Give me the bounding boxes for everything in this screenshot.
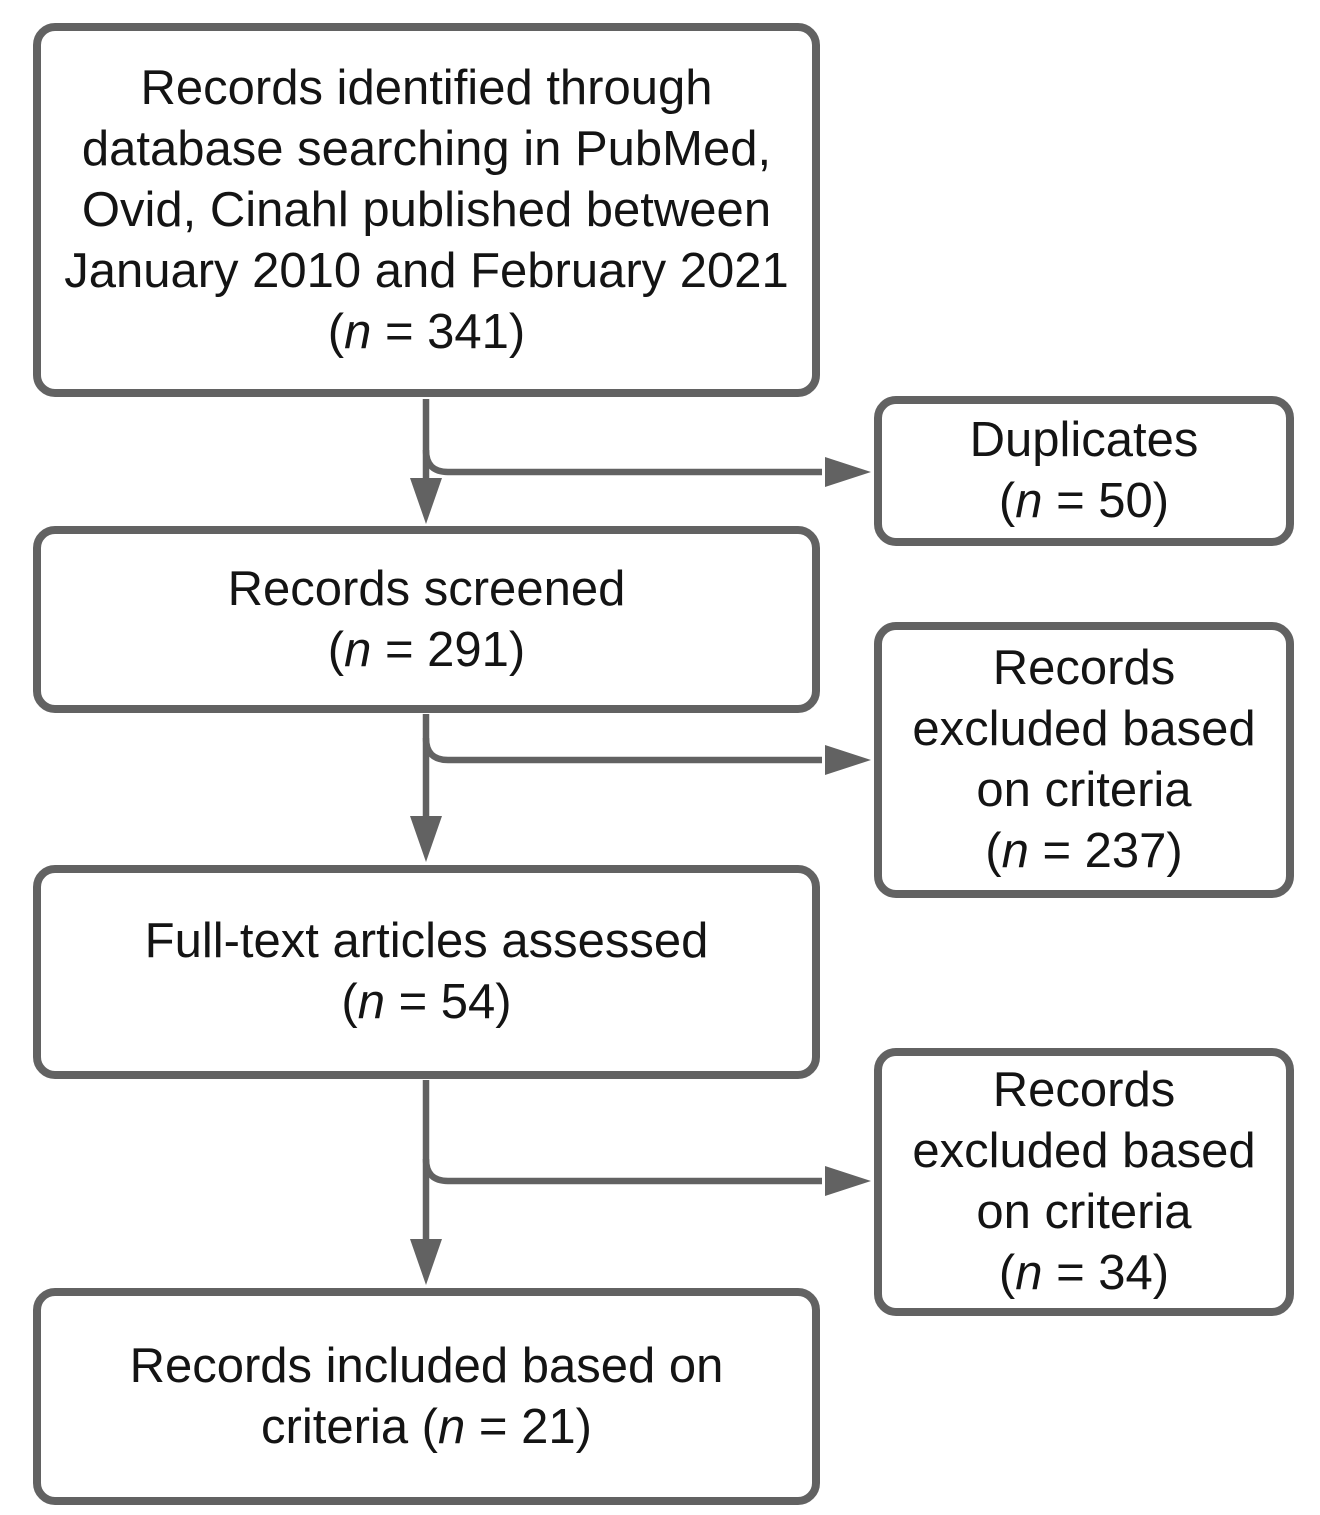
connector-line: [422, 449, 822, 476]
text-segment: criteria (: [261, 1399, 439, 1454]
n-symbol: n: [1001, 824, 1029, 878]
box-text-line: Records: [993, 638, 1175, 699]
right-arrow-icon: [825, 457, 871, 487]
text-segment: database searching in PubMed,: [81, 121, 772, 176]
text-segment: (: [327, 304, 345, 359]
text-segment: = 54): [384, 975, 512, 1029]
n-symbol: n: [1015, 474, 1043, 528]
connector-fulltext-to-included: [410, 1080, 871, 1285]
n-symbol: n: [344, 622, 372, 677]
text-segment: January 2010 and February 2021: [64, 243, 789, 298]
box-text-line: Duplicates: [970, 410, 1199, 471]
text-segment: Records included based on: [129, 1338, 724, 1393]
text-segment: Ovid, Cinahl published between: [81, 182, 772, 237]
text-segment: = 50): [1042, 474, 1170, 528]
text-segment: = 291): [371, 622, 526, 677]
box-duplicates: Duplicates(n = 50): [874, 396, 1294, 546]
box-text-line: on criteria: [976, 760, 1191, 821]
box-text-line: Records screened: [228, 559, 626, 620]
right-arrow-icon: [825, 1166, 871, 1196]
text-segment: = 21): [465, 1399, 592, 1454]
text-segment: Full-text articles assessed: [144, 914, 709, 968]
right-arrow-icon: [825, 745, 871, 775]
text-segment: = 237): [1028, 824, 1183, 878]
box-text-line: excluded based: [912, 1121, 1255, 1182]
connector-identified-to-screened: [410, 399, 871, 524]
text-segment: excluded based: [912, 702, 1256, 756]
n-symbol: n: [1015, 1246, 1043, 1300]
text-segment: Records identified through: [140, 60, 713, 115]
box-text-line: on criteria: [976, 1182, 1191, 1243]
text-segment: Records screened: [227, 561, 626, 616]
down-arrow-icon: [410, 1239, 442, 1285]
n-symbol: n: [344, 304, 372, 359]
text-segment: (: [998, 474, 1016, 528]
box-text-line: (n = 54): [341, 972, 511, 1033]
box-text-line: (n = 291): [328, 620, 526, 681]
box-text-line: Ovid, Cinahl published between: [82, 180, 771, 241]
box-text-line: Records: [993, 1060, 1175, 1121]
n-symbol: n: [357, 975, 385, 1029]
text-segment: on criteria: [976, 1185, 1192, 1239]
connector-line: [422, 1158, 822, 1185]
box-text-line: (n = 237): [985, 821, 1183, 882]
box-fulltext-articles-assessed: Full-text articles assessed(n = 54): [33, 865, 820, 1079]
box-text-line: Full-text articles assessed: [145, 911, 709, 972]
text-segment: = 341): [371, 304, 526, 359]
box-records-screened: Records screened(n = 291): [33, 526, 820, 713]
n-symbol: n: [438, 1399, 466, 1454]
connector-line: [422, 737, 822, 764]
box-records-identified: Records identified through database searc…: [33, 23, 820, 397]
box-text-line: database searching in PubMed,: [82, 119, 771, 180]
box-text-line: Records included based on: [130, 1336, 724, 1397]
down-arrow-icon: [410, 816, 442, 862]
box-text-line: criteria (n = 21): [261, 1397, 592, 1458]
box-text-line: January 2010 and February 2021: [64, 241, 789, 302]
text-segment: Duplicates: [969, 413, 1199, 467]
box-text-line: (n = 34): [999, 1243, 1169, 1304]
text-segment: Records: [992, 641, 1176, 695]
box-text-line: (n = 341): [328, 302, 526, 363]
text-segment: (: [327, 622, 345, 677]
box-text-line: excluded based: [912, 699, 1255, 760]
box-text-line: (n = 50): [999, 471, 1169, 532]
text-segment: (: [998, 1246, 1016, 1300]
box-text-line: Records identified through: [140, 58, 712, 119]
down-arrow-icon: [410, 478, 442, 524]
text-segment: (: [341, 975, 358, 1029]
text-segment: = 34): [1042, 1246, 1170, 1300]
connector-screened-to-fulltext: [410, 714, 871, 862]
text-segment: excluded based: [912, 1124, 1256, 1178]
text-segment: on criteria: [976, 763, 1192, 817]
text-segment: Records: [992, 1063, 1176, 1117]
text-segment: (: [985, 824, 1002, 878]
